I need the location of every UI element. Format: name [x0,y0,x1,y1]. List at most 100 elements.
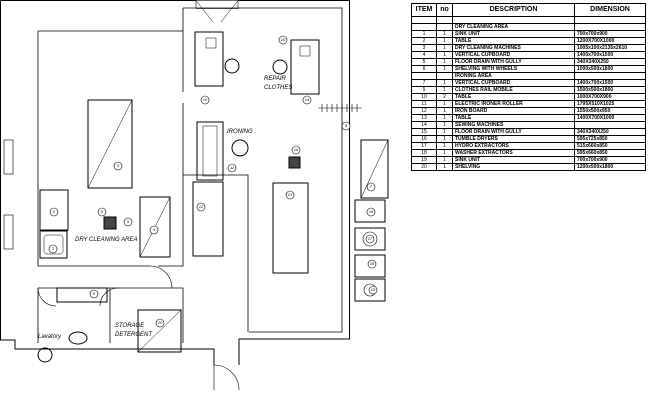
marker-17: 17 [368,236,373,241]
marker-4: 4 [153,227,156,232]
cell-no: 1 [436,79,453,87]
cell-item [411,23,437,31]
marker-15: 15 [294,147,299,152]
sink-unit [39,230,68,259]
marker-5b: 5 [127,219,130,224]
cell-description: WASHER EXTRACTORS [452,149,575,157]
inner-wall [182,7,343,333]
lavatory-label: Lavatory [38,334,62,340]
cell-description: TABLE [452,114,575,122]
marker-18: 18 [370,261,375,266]
cell-no: 1 [436,156,453,164]
cell-no: 1 [436,114,453,122]
cell-no: 1 [436,149,453,157]
cell-no [436,72,453,80]
header-description: DESCRIPTION [452,3,575,17]
cell-no: 1 [436,30,453,38]
cell-dimension: 595x660x850 [574,149,646,157]
cell-description: SHELVING [452,163,575,171]
cell-dimension: 1400x700x1500 [574,51,646,59]
marker-7: 7 [370,184,373,189]
marker-12: 12 [199,204,204,209]
cell-description: SINK UNIT [452,156,575,164]
cell-dimension: 1200X700X1000 [574,37,646,45]
ironing-chair [231,139,249,157]
cell-description: ELECTRIC IRONER ROLLER [452,100,575,108]
ironing-table [272,182,309,274]
cell-description: FLOOR DRAIN WITH GULLY [452,128,575,136]
cell-item: 14 [411,121,437,129]
cell-dimension: 1000x500x1800 [574,65,646,73]
cell-no: 2 [436,93,453,101]
floor-plan: REPAIR CLOTHES IRONING DRY CLEANING AREA… [0,0,389,391]
window-top [195,0,239,9]
cell-item: 15 [411,128,437,136]
cell-no: 1 [436,86,453,94]
cell-description: DRY CLEANING AREA [452,23,575,31]
cell-description [452,16,575,24]
cell-item: 3 [411,44,437,52]
cell-description: FLOOR DRAIN WITH GULLY [452,58,575,66]
cell-no: 1 [436,65,453,73]
marker-10b: 10 [203,97,208,102]
shelving-wheels [56,287,108,303]
cell-dimension: 1400X700X1000 [574,114,646,122]
cell-dimension [574,72,646,80]
cell-item: 11 [411,100,437,108]
cell-dimension: 1200x500x1800 [574,163,646,171]
cell-dimension: 340X340X250 [574,128,646,136]
cell-dimension: 700x700x900 [574,156,646,164]
window [3,214,14,250]
cell-description: IRONING AREA [452,72,575,80]
floor-drain-ironing [288,156,301,169]
door-swing [37,287,57,307]
header-dimension: DIMENSION [574,3,646,17]
marker-20: 20 [157,320,163,325]
clothes-rail [318,104,362,112]
cell-no: 1 [436,135,453,143]
cell-description: IRON BOARD [452,107,575,115]
cell-dimension: 1550x500x950 [574,107,646,115]
cell-dimension: 1400x700x1500 [574,79,646,87]
marker-16: 16 [369,209,374,214]
marker-2: 2 [52,209,56,214]
equipment-schedule-table: ITEM no DESCRIPTION DIMENSION DRY CLEANI… [411,3,646,171]
cell-description: HYDRO EXTRACTORS [452,142,575,150]
ironer-roller [196,121,224,181]
door-swing [149,265,173,289]
cell-item: 20 [411,163,437,171]
dry-cleaning-label: DRY CLEANING AREA [75,237,137,243]
cell-no: 1 [436,142,453,150]
cell-dimension: 595x725x850 [574,135,646,143]
sewing-table [194,31,224,87]
window [3,139,14,175]
tumble-dryer [354,199,386,223]
dry-table [39,189,69,231]
cell-item: 5 [411,58,437,66]
vertical-cupboard [139,196,171,258]
chair [224,58,240,74]
cell-dimension: 1500x500x1800 [574,86,646,94]
cell-dimension: 340X340X250 [574,58,646,66]
header-item: ITEM [411,3,437,17]
cell-item: 1 [411,30,437,38]
cell-item: 7 [411,79,437,87]
cell-no: 1 [436,37,453,45]
cell-no: 1 [436,121,453,129]
cell-no [436,16,453,24]
cell-item: 13 [411,114,437,122]
repair-label-1: REPAIR [264,76,287,82]
cell-description: TABLE [452,37,575,45]
cell-no: 1 [436,100,453,108]
cell-item: 19 [411,156,437,164]
